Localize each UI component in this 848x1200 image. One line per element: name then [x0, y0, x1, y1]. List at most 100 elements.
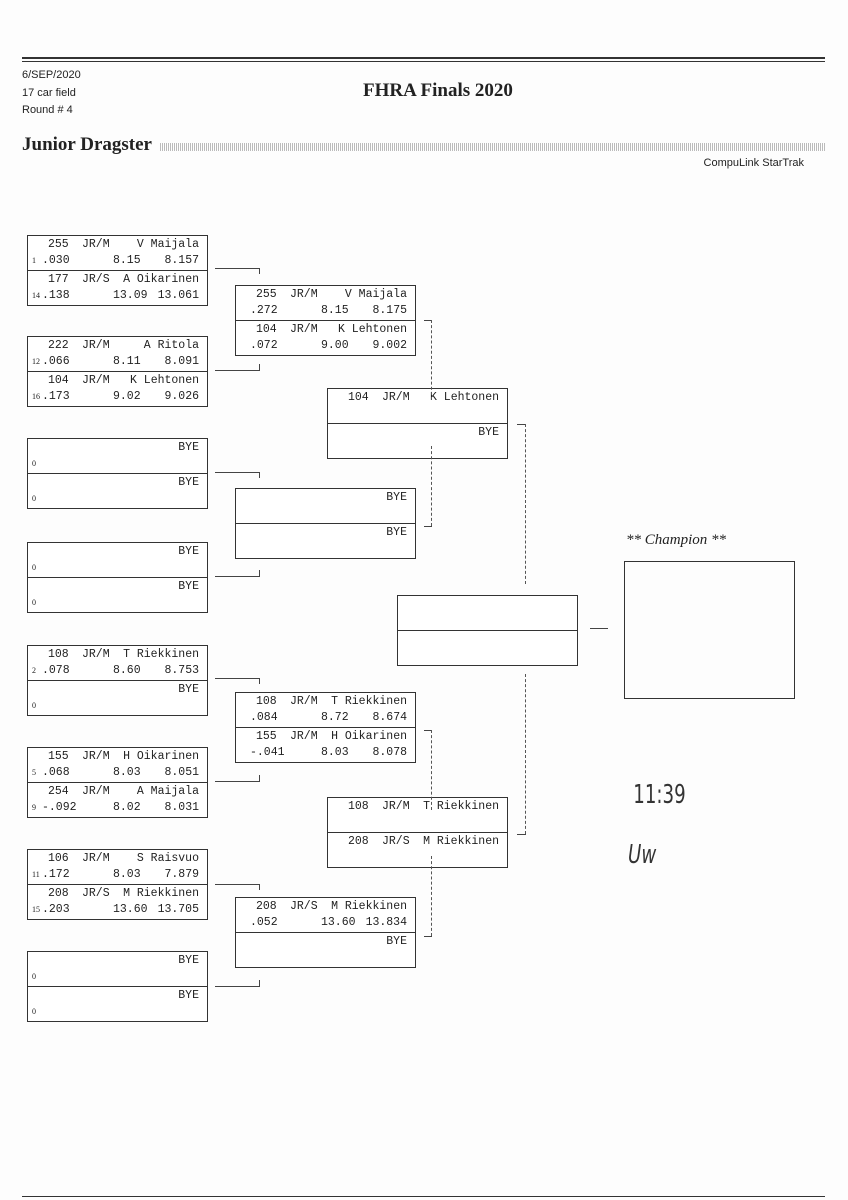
racer-num: 177 [48, 273, 69, 286]
racer-et: 8.078 [372, 746, 407, 759]
racer-rt: .052 [250, 916, 278, 929]
racer-slot: BYE [236, 489, 415, 523]
bracket-connector [215, 986, 260, 987]
bracket-connector [259, 775, 260, 781]
handwritten-initials: Uw [628, 840, 657, 870]
racer-cls: JR/S [382, 835, 410, 848]
racer-cls: JR/M [382, 391, 410, 404]
bracket-connector [259, 268, 260, 274]
racer-dial: 8.60 [113, 664, 141, 677]
bottom-rule [22, 1196, 825, 1197]
handwritten-time: 11:39 [633, 780, 686, 810]
bracket-connector [590, 628, 608, 629]
racer-dial: 8.11 [113, 355, 141, 368]
racer-num: 208 [348, 835, 369, 848]
racer-name: T Riekkinen [423, 800, 499, 813]
racer-seed: 5 [32, 768, 36, 777]
racer-name: V Maijala [136, 238, 199, 251]
racer-name: BYE [178, 545, 199, 558]
event-title: FHRA Finals 2020 [363, 80, 513, 101]
bracket-connector [259, 884, 260, 890]
racer-rt: -.092 [42, 801, 77, 814]
top-rule [22, 57, 825, 59]
racer-rt: -.041 [250, 746, 285, 759]
bracket-connector [259, 980, 260, 986]
racer-seed: 0 [32, 701, 36, 710]
racer-name: H Oikarinen [123, 750, 199, 763]
racer-name: BYE [178, 580, 199, 593]
racer-dial: 8.03 [113, 766, 141, 779]
bracket-connector [424, 320, 432, 321]
racer-num: 106 [48, 852, 69, 865]
racer-name: BYE [478, 426, 499, 439]
racer-name: A Maijala [136, 785, 199, 798]
racer-cls: JR/M [290, 288, 318, 301]
racer-seed: 0 [32, 459, 36, 468]
racer-dial: 8.15 [321, 304, 349, 317]
racer-rt: .066 [42, 355, 70, 368]
bracket-connector [215, 472, 260, 473]
racer-et: 8.091 [164, 355, 199, 368]
racer-dial: 9.02 [113, 390, 141, 403]
racer-name: BYE [178, 683, 199, 696]
class-title: Junior Dragster [22, 134, 152, 155]
racer-rt: .203 [42, 903, 70, 916]
racer-num: 222 [48, 339, 69, 352]
racer-name: S Raisvuo [136, 852, 199, 865]
racer-cls: JR/M [290, 695, 318, 708]
racer-dial: 13.60 [321, 916, 356, 929]
racer-rt: .272 [250, 304, 278, 317]
racer-rt: .172 [42, 868, 70, 881]
racer-cls: JR/S [290, 900, 318, 913]
racer-dial: 13.09 [113, 289, 148, 302]
racer-num: 155 [48, 750, 69, 763]
racer-et: 13.834 [365, 916, 407, 929]
racer-num: 155 [256, 730, 277, 743]
racer-cls: JR/M [82, 785, 110, 798]
racer-name: M Riekkinen [123, 887, 199, 900]
bracket-connector [215, 370, 260, 371]
racer-slot: BYE [236, 932, 415, 967]
field-size: 17 car field [22, 87, 76, 99]
bracket-connector [424, 526, 432, 527]
racer-name: BYE [178, 441, 199, 454]
bracket-connector [517, 424, 526, 425]
racer-cls: JR/M [290, 323, 318, 336]
bracket-connector [525, 674, 526, 834]
racer-seed: 2 [32, 666, 36, 675]
bracket-connector [517, 834, 526, 835]
racer-name: BYE [386, 526, 407, 539]
racer-name: BYE [178, 476, 199, 489]
bracket-connector [431, 730, 432, 810]
racer-rt: .138 [42, 289, 70, 302]
racer-rt: .068 [42, 766, 70, 779]
racer-name: H Oikarinen [331, 730, 407, 743]
racer-slot [398, 630, 577, 665]
racer-num: 208 [256, 900, 277, 913]
racer-seed: 11 [32, 870, 40, 879]
racer-name: T Riekkinen [331, 695, 407, 708]
racer-seed: 1 [32, 256, 36, 265]
bracket-connector [215, 268, 260, 269]
racer-et: 8.031 [164, 801, 199, 814]
bracket-connector [215, 576, 260, 577]
